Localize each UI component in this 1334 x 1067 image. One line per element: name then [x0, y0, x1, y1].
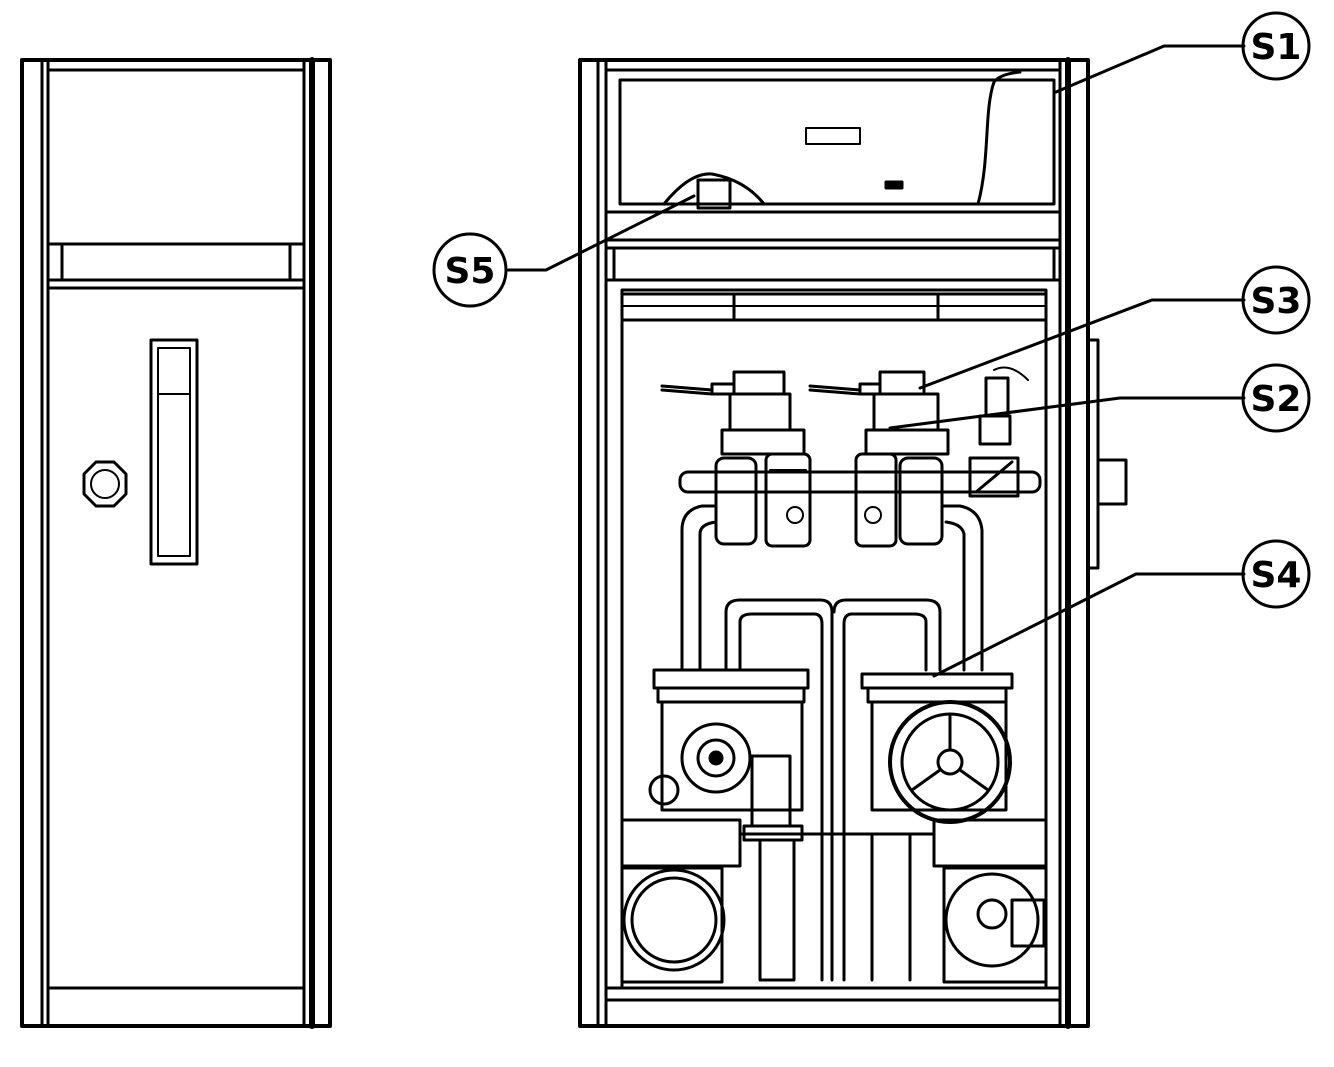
open-cabinet	[578, 57, 1128, 1029]
motor-left	[620, 866, 726, 984]
label-s4: S4	[1251, 555, 1302, 596]
solenoid-valve-left	[660, 370, 812, 548]
leader-s5	[506, 194, 696, 272]
balloon-s1	[1241, 11, 1311, 81]
leader-lines	[506, 44, 1246, 678]
label-s3: S3	[1251, 281, 1302, 322]
leader-s3	[918, 298, 1246, 390]
pump-right	[860, 672, 1014, 824]
leader-s4	[932, 572, 1246, 678]
balloon-s4	[1241, 539, 1311, 609]
pressure-sensor	[968, 366, 1029, 498]
hand-wheel-icon	[888, 700, 1012, 824]
balloon-s3	[1241, 265, 1311, 335]
closed-cabinet	[20, 57, 332, 1029]
control-box	[618, 70, 1056, 210]
label-s5: S5	[445, 251, 496, 292]
manifold-pipe	[678, 470, 1042, 494]
lock-icon	[82, 460, 128, 508]
leader-s2	[888, 396, 1246, 430]
balloon-s2	[1241, 363, 1311, 433]
label-s2: S2	[1251, 379, 1302, 420]
label-s1: S1	[1251, 27, 1302, 68]
callout-balloons	[432, 11, 1311, 609]
solenoid-valve-right	[808, 370, 950, 548]
motor-right	[942, 866, 1048, 984]
base-shelf	[620, 818, 1048, 982]
leader-s1	[1054, 44, 1246, 94]
door-handle	[149, 338, 199, 566]
side-bracket	[1086, 338, 1128, 570]
balloon-s5	[432, 232, 508, 308]
pump-left	[648, 668, 810, 842]
connecting-pipes	[680, 504, 984, 982]
closed-cabinet-frame	[20, 58, 332, 1028]
